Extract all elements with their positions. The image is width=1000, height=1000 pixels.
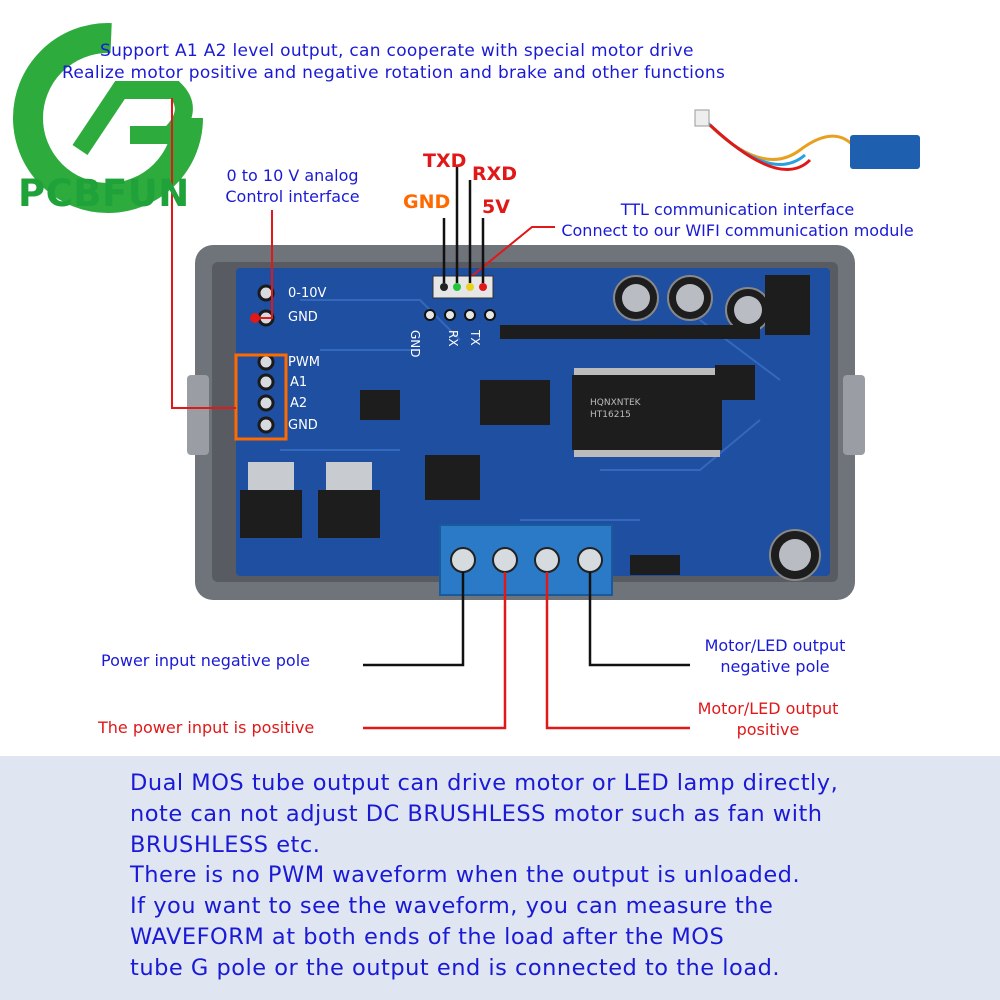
info-line: If you want to see the waveform, you can… bbox=[130, 893, 774, 920]
silk-a2: A2 bbox=[290, 396, 308, 411]
analog-label-line2: Control interface bbox=[225, 187, 360, 206]
control-pins-highlight bbox=[234, 353, 288, 441]
pin-txd-label: TXD bbox=[423, 150, 467, 172]
info-panel bbox=[0, 756, 1000, 1000]
pin-5v-label: 5V bbox=[482, 196, 510, 218]
silk-0-10v: 0-10V bbox=[288, 286, 327, 301]
out-pos-label: Motor/LED output positive bbox=[678, 698, 858, 740]
silk-pwm: PWM bbox=[288, 355, 320, 370]
out-neg-line2: negative pole bbox=[720, 657, 830, 676]
ttl-label: TTL communication interface Connect to o… bbox=[545, 199, 930, 241]
chip-marking-1: HQNXNTEK bbox=[590, 398, 641, 408]
info-line: note can not adjust DC BRUSHLESS motor s… bbox=[130, 800, 823, 827]
pcbfun-logo-mark bbox=[13, 23, 203, 213]
info-line: tube G pole or the output end is connect… bbox=[130, 954, 781, 981]
info-line: WAVEFORM at both ends of the load after … bbox=[130, 923, 725, 950]
silk-a1: A1 bbox=[290, 375, 308, 390]
analog-label: 0 to 10 V analog Control interface bbox=[205, 165, 380, 207]
info-line: There is no PWM waveform when the output… bbox=[130, 862, 801, 889]
logo-text: PCBFUN bbox=[18, 172, 190, 215]
main-chip bbox=[572, 375, 722, 450]
neg-input-label: Power input negative pole bbox=[101, 651, 310, 670]
ttl-label-line1: TTL communication interface bbox=[620, 200, 855, 219]
out-pos-line2: positive bbox=[736, 720, 800, 739]
chip-marking-2: HT16215 bbox=[590, 410, 631, 420]
pin-gnd-label: GND bbox=[403, 191, 451, 213]
silk-hdr-rx: RX bbox=[446, 330, 460, 347]
ttl-label-line2: Connect to our WIFI communication module bbox=[561, 221, 914, 240]
silk-hdr-tx: TX bbox=[468, 330, 482, 346]
top-note-line1: Support A1 A2 level output, can cooperat… bbox=[100, 41, 694, 61]
pin-rxd-label: RXD bbox=[472, 163, 518, 185]
top-note-line2: Realize motor positive and negative rota… bbox=[62, 63, 726, 83]
silk-hdr-gnd: GND bbox=[408, 330, 422, 358]
info-line: Dual MOS tube output can drive motor or … bbox=[130, 770, 839, 796]
silk-gnd-in: GND bbox=[288, 310, 318, 325]
out-neg-line1: Motor/LED output bbox=[704, 636, 846, 655]
analog-label-line1: 0 to 10 V analog bbox=[226, 166, 359, 185]
info-line: BRUSHLESS etc. bbox=[130, 831, 321, 858]
pos-input-label: The power input is positive bbox=[98, 718, 315, 737]
silk-gnd-ctrl: GND bbox=[288, 418, 318, 433]
info-text: Dual MOS tube output can drive motor or … bbox=[130, 768, 838, 984]
out-neg-label: Motor/LED output negative pole bbox=[685, 635, 865, 677]
wifi-module-icon bbox=[694, 109, 920, 171]
out-pos-line1: Motor/LED output bbox=[697, 699, 839, 718]
